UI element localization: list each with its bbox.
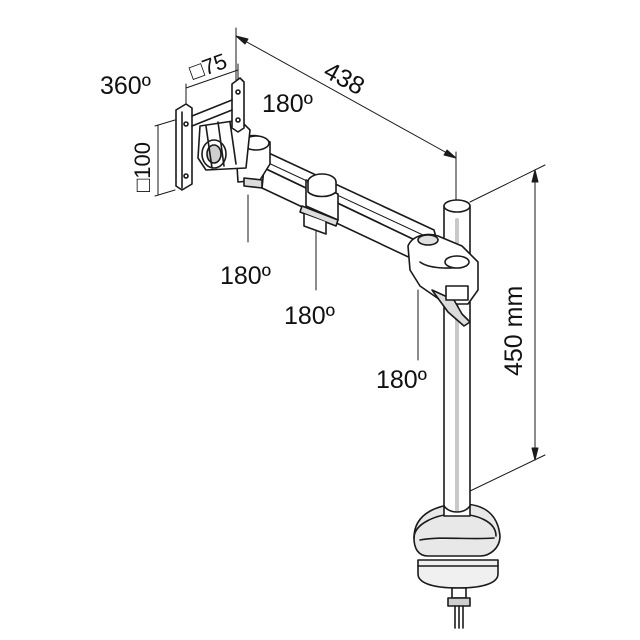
swivel-mid-label: 180º (284, 302, 335, 330)
pole-head-joint (407, 233, 479, 327)
vesa-plate (175, 77, 245, 191)
rotation-360-label: 360º (100, 72, 151, 100)
arm-collar (299, 173, 339, 235)
vesa-width-label: □75 (186, 48, 230, 84)
swivel-base-label: 180º (376, 366, 427, 394)
vesa-height-label: □100 (130, 142, 155, 192)
dimension-lines (154, 27, 546, 493)
pole-height-label: 450 mm (500, 286, 528, 376)
swivel-head-label: 180º (220, 262, 271, 290)
desk-clamp (413, 503, 501, 629)
head-tilt-joint (197, 119, 271, 189)
arm-length-label: 438 (319, 57, 369, 101)
tilt-top-label: 180º (262, 90, 313, 118)
